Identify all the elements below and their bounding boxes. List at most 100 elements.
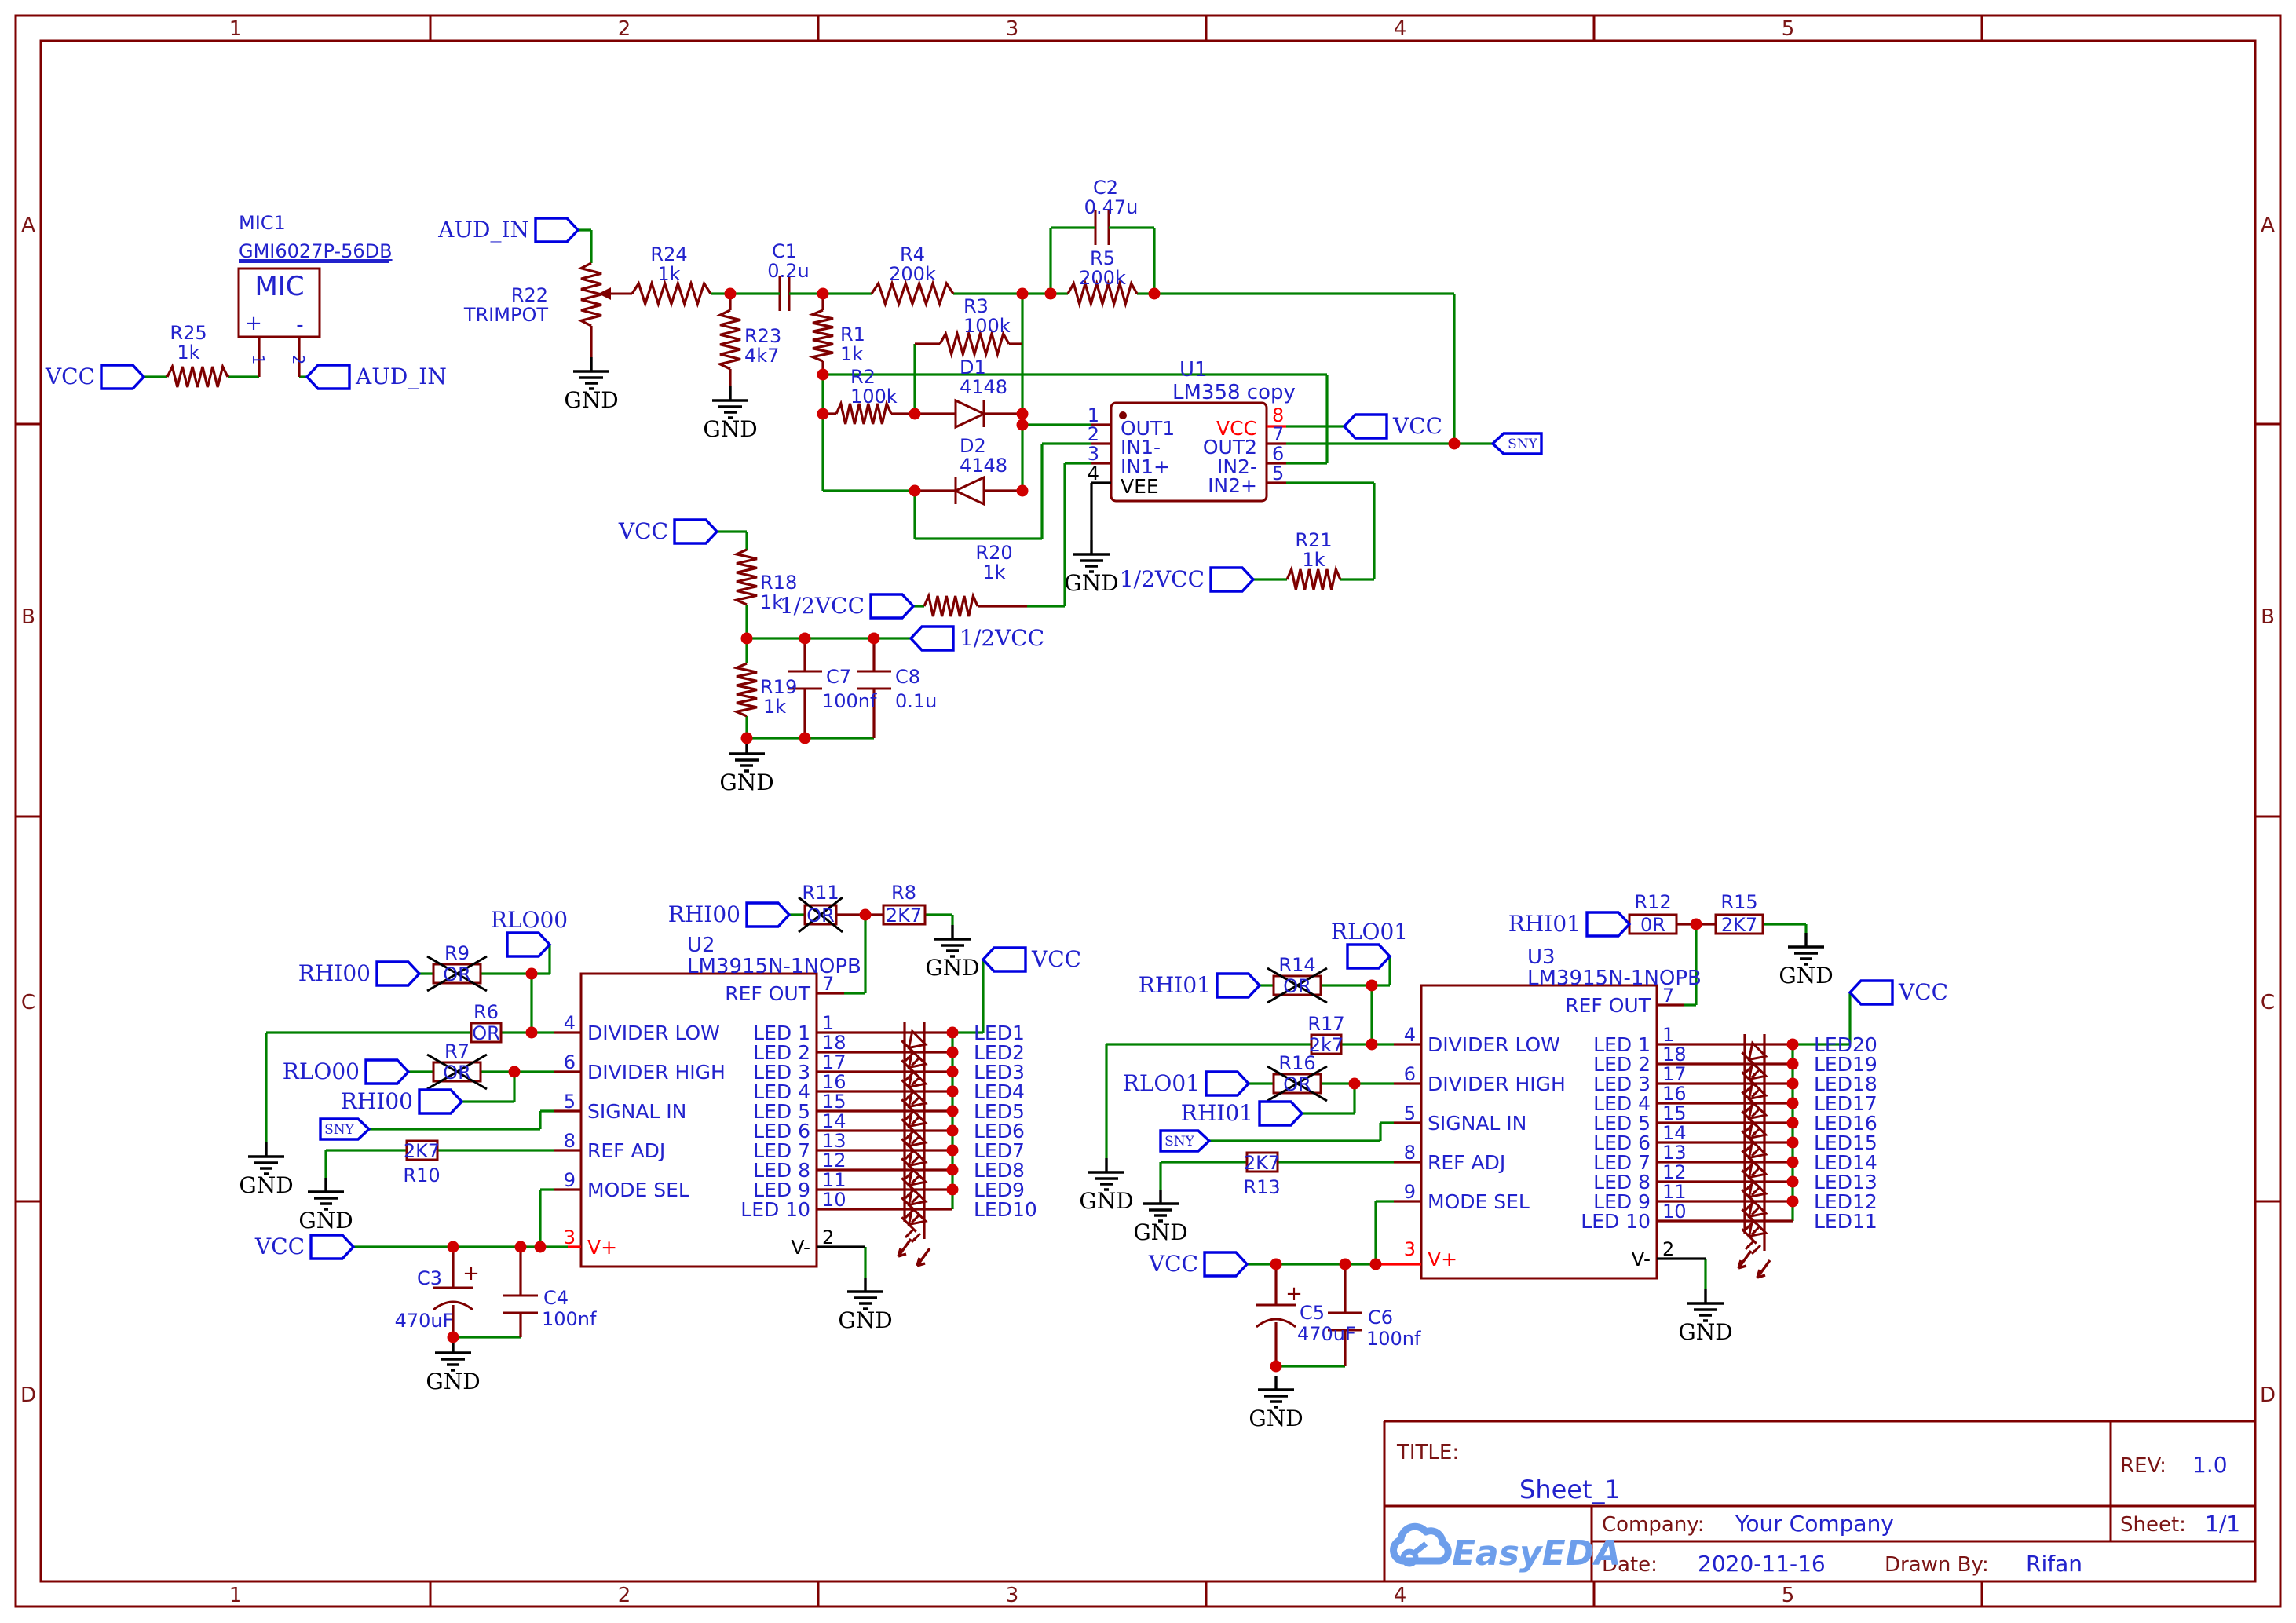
c1-val: 0.2u: [767, 260, 809, 282]
box-resistor[interactable]: [1272, 1073, 1322, 1095]
box-resistor[interactable]: [803, 904, 838, 926]
box-resistor[interactable]: [470, 1022, 503, 1044]
flag-rhi01-c[interactable]: [1585, 911, 1632, 938]
flag-audin-src[interactable]: [534, 217, 580, 243]
flag-rlo01-a[interactable]: [1346, 943, 1392, 970]
resistor[interactable]: [1285, 565, 1342, 590]
flag-rhi00-b[interactable]: [418, 1088, 464, 1115]
flag-vcc-led20[interactable]: [1848, 979, 1894, 1006]
flag-rlo00-b[interactable]: [364, 1058, 411, 1085]
gnd-symbol[interactable]: [308, 1178, 344, 1211]
r13-ref: R13: [1243, 1176, 1280, 1198]
gnd-symbol[interactable]: [1687, 1289, 1724, 1322]
flag-rhi01-a[interactable]: [1216, 972, 1262, 999]
flag-sny-u3[interactable]: [1159, 1129, 1212, 1153]
u1-n8: 8: [1272, 404, 1284, 426]
led-ray-arrow: [1737, 1250, 1753, 1270]
gnd-symbol[interactable]: [248, 1142, 284, 1175]
resistor[interactable]: [870, 279, 955, 309]
flag-sny-u2[interactable]: [319, 1117, 371, 1141]
resistor[interactable]: [732, 548, 758, 606]
box-resistor[interactable]: [1272, 974, 1322, 996]
gnd-symbol[interactable]: [729, 740, 765, 773]
box-resistor[interactable]: [405, 1139, 439, 1161]
box-resistor[interactable]: [882, 904, 927, 926]
gnd-symbol[interactable]: [1143, 1190, 1179, 1223]
resistor[interactable]: [577, 261, 602, 327]
flag-halfvcc-node[interactable]: [909, 625, 955, 652]
junction-dot: [859, 908, 872, 921]
junction-dots: [447, 287, 1799, 1373]
flag-sny-u1[interactable]: [1490, 432, 1543, 455]
flag-vcc-mic[interactable]: [100, 364, 146, 390]
resistor[interactable]: [631, 279, 712, 309]
d1-val: 4148: [960, 376, 1007, 398]
flag-rhi00-c[interactable]: [745, 901, 792, 928]
resistor[interactable]: [923, 591, 979, 617]
gnd-symbol[interactable]: [847, 1278, 883, 1310]
mic1-body[interactable]: [237, 267, 321, 338]
u3-led6: LED 6: [1593, 1131, 1651, 1154]
r20-val: 1k: [982, 561, 1005, 583]
r1-ref: R1: [840, 324, 865, 345]
box-resistor[interactable]: [432, 1061, 482, 1083]
flag-rlo01-b[interactable]: [1205, 1070, 1251, 1097]
box-resistor[interactable]: [1310, 1033, 1343, 1055]
junction-dot: [1016, 419, 1029, 431]
flag-rlo00-a[interactable]: [506, 931, 552, 958]
d2-ref: D2: [960, 435, 986, 457]
u3-np15: 15: [1662, 1102, 1687, 1124]
resistor[interactable]: [808, 309, 834, 363]
gnd-symbol[interactable]: [573, 357, 609, 390]
flag-vcc-led1[interactable]: [981, 946, 1027, 973]
d1-diode[interactable]: [954, 398, 987, 430]
flag-vcc-u2[interactable]: [309, 1234, 356, 1260]
resistor[interactable]: [938, 329, 1011, 359]
gnd-symbol[interactable]: [1088, 1158, 1124, 1191]
d2-diode[interactable]: [952, 475, 985, 506]
flag-audin-mic[interactable]: [305, 364, 351, 390]
gnd-symbol[interactable]: [1073, 540, 1110, 573]
r1-val: 1k: [840, 343, 863, 365]
box-resistor[interactable]: [432, 963, 482, 985]
flag-rhi01-b[interactable]: [1258, 1100, 1304, 1127]
u2-np11: 11: [822, 1169, 846, 1191]
gnd-symbol[interactable]: [934, 925, 971, 958]
gnd-symbol[interactable]: [435, 1339, 471, 1372]
u3-body[interactable]: [1420, 984, 1658, 1280]
flag-halfvcc-r20[interactable]: [869, 593, 916, 620]
gnd-label: GND: [838, 1307, 892, 1333]
gnd-symbol[interactable]: [712, 386, 748, 419]
flag-vcc-u1[interactable]: [1342, 413, 1388, 440]
gnd-symbol[interactable]: [1788, 933, 1824, 966]
u1-vee: VEE: [1121, 475, 1159, 498]
c3-plus: +: [462, 1262, 480, 1285]
grid-col-3b: 3: [1006, 1584, 1019, 1607]
flag-halfvcc-r21[interactable]: [1209, 566, 1256, 593]
u2-np18: 18: [822, 1032, 846, 1054]
u1-body[interactable]: [1110, 401, 1268, 503]
flag-vcc-r18[interactable]: [673, 518, 719, 545]
resistor[interactable]: [835, 399, 893, 425]
flag-vcc-u3[interactable]: [1203, 1251, 1249, 1278]
u2-body[interactable]: [579, 972, 818, 1268]
sheet-label: Sheet:: [2120, 1513, 2186, 1537]
gnd-symbol[interactable]: [1258, 1376, 1294, 1409]
resistor[interactable]: [166, 363, 229, 388]
box-resistor[interactable]: [1245, 1151, 1279, 1173]
box-resistor[interactable]: [1714, 913, 1764, 935]
c4-capacitor[interactable]: [503, 1294, 538, 1314]
resistor[interactable]: [1066, 279, 1139, 309]
r21-val: 1k: [1302, 549, 1325, 571]
resistor[interactable]: [716, 309, 741, 371]
led-ray-arrow: [1756, 1259, 1771, 1279]
resistor[interactable]: [732, 662, 758, 718]
company-label: Company:: [1602, 1513, 1705, 1537]
component-outlines[interactable]: [237, 210, 1658, 1332]
u1-n7: 7: [1272, 423, 1284, 445]
flag-rhi00-a[interactable]: [375, 960, 422, 987]
u2-led7: LED 7: [753, 1139, 810, 1162]
led6-label: LED6: [974, 1120, 1025, 1142]
c8-capacitor[interactable]: [857, 670, 891, 690]
